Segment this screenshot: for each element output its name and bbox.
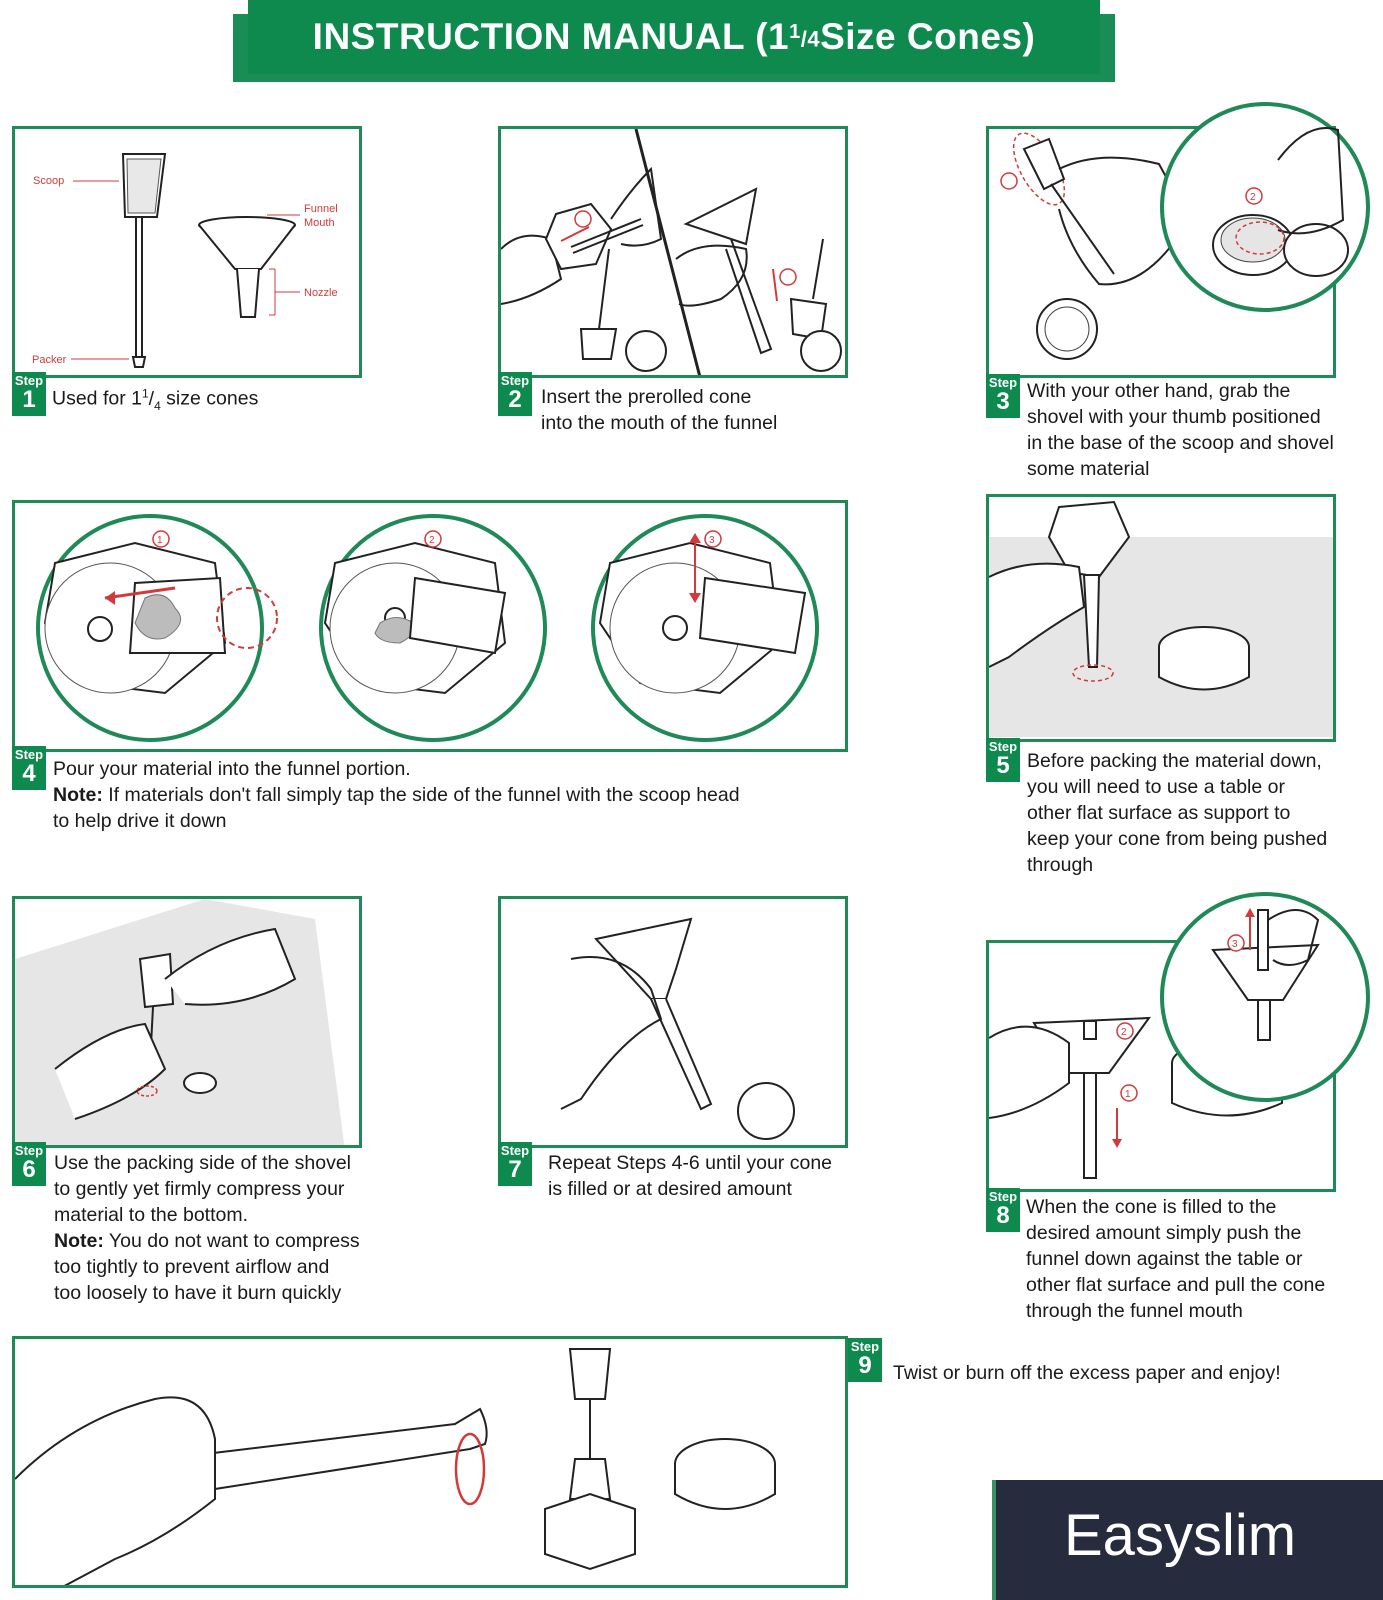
panel-step-6 — [12, 896, 362, 1148]
flat-surface-illustration — [989, 500, 1333, 737]
brand-accent-bar — [992, 1480, 996, 1600]
compress-material-illustration — [15, 899, 345, 1145]
label-funnel-2: Mouth — [304, 217, 335, 229]
svg-text:3: 3 — [709, 535, 715, 546]
panel-step-2 — [498, 126, 848, 378]
insert-cone-illustration — [501, 129, 842, 375]
step-text-9: Twist or burn off the excess paper and e… — [893, 1362, 1281, 1384]
svg-text:2: 2 — [429, 535, 435, 546]
step-text-1: Used for 11/4 size cones — [52, 386, 259, 413]
panel-step-5 — [986, 494, 1336, 742]
svg-text:3: 3 — [1232, 939, 1238, 950]
title-main: INSTRUCTION MANUAL (1 — [312, 16, 790, 57]
label-scoop: Scoop — [33, 175, 64, 187]
label-nozzle: Nozzle — [304, 287, 338, 299]
svg-text:1: 1 — [1125, 1089, 1131, 1100]
twist-paper-illustration — [15, 1348, 776, 1585]
brand-logo-box: Easyslim — [992, 1480, 1383, 1600]
title-end: Size Cones) — [820, 16, 1036, 57]
step-text-5: Before packing the material down,you wil… — [1027, 750, 1328, 876]
label-funnel-1: Funnel — [304, 203, 338, 215]
shovel-grab-illustration — [1000, 132, 1191, 360]
brand-name: Easyslim — [1064, 1503, 1297, 1568]
panel-step-1: Scoop Funnel Mouth Nozzle Packer — [12, 126, 362, 378]
title-fraction: 1/4 — [789, 21, 821, 52]
step-text-4: Pour your material into the funnel porti… — [53, 758, 740, 832]
svg-text:1: 1 — [157, 535, 163, 546]
panel-step-7 — [498, 896, 848, 1148]
label-packer: Packer — [32, 354, 67, 366]
pour-material-illustration: 1 2 3 — [36, 514, 819, 742]
svg-text:2: 2 — [1250, 192, 1256, 203]
repeat-steps-illustration — [560, 917, 795, 1140]
panel-step-9 — [12, 1336, 848, 1588]
step-3-zoom-circle: 2 — [1160, 102, 1370, 312]
panel-step-4: 1 2 3 — [12, 500, 848, 752]
step-8-zoom-circle: 3 — [1160, 892, 1370, 1102]
tool-diagram: Scoop Funnel Mouth Nozzle Packer — [32, 153, 338, 368]
svg-text:2: 2 — [1121, 1027, 1127, 1038]
